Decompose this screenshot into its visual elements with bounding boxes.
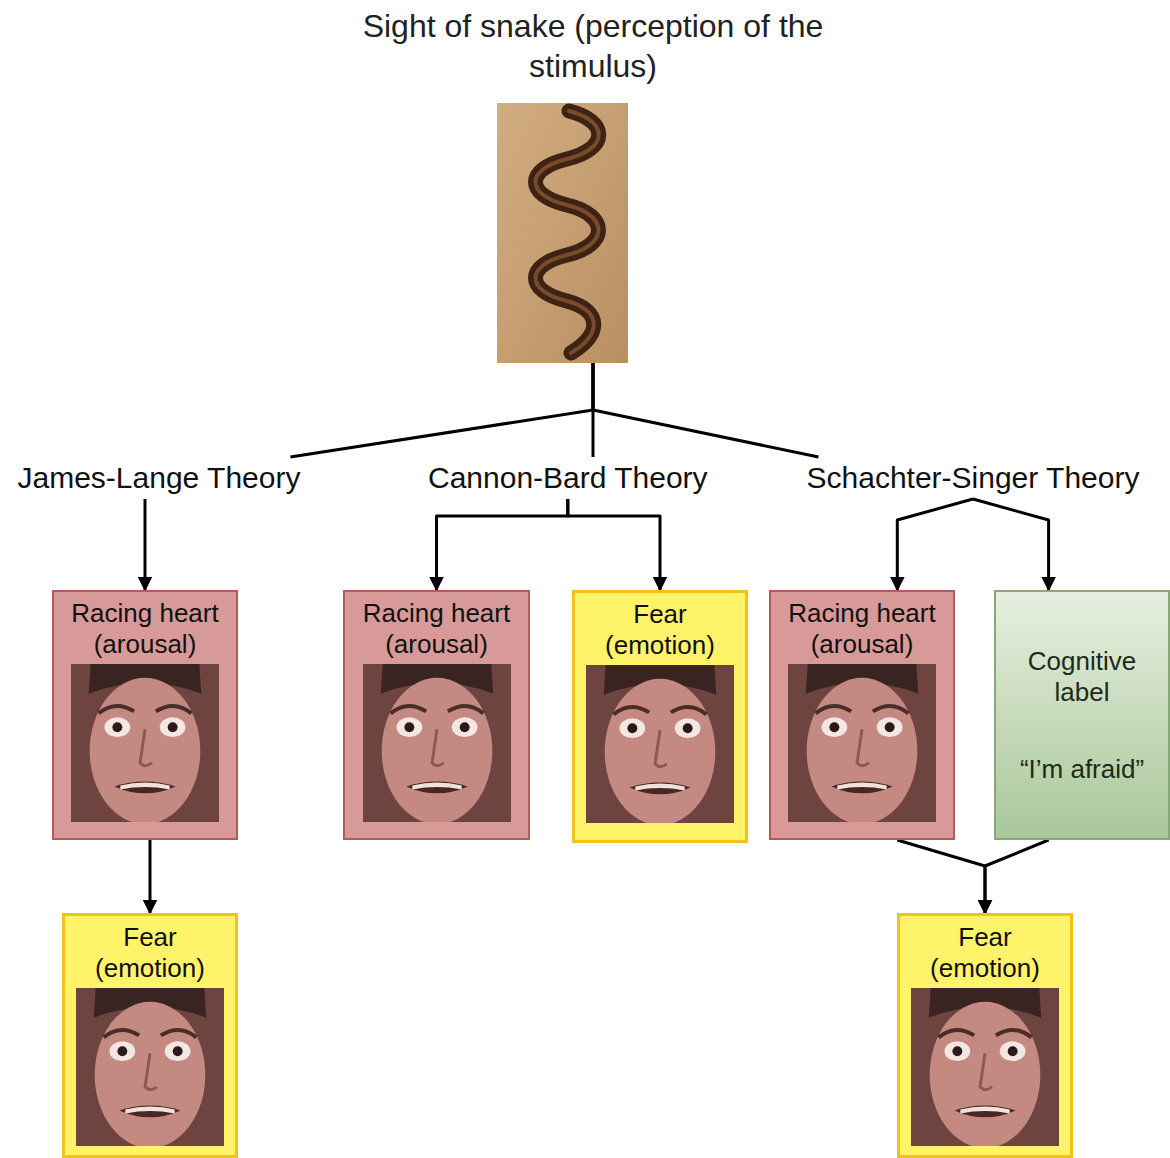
fear-face-photo (787, 664, 937, 822)
flow-arrow (897, 840, 985, 913)
node-text: Schachter-Singer Theory (807, 460, 1140, 496)
node-text: Cannon-Bard Theory (428, 460, 708, 496)
branch-line (290, 363, 593, 457)
node-text: James-Lange Theory (18, 460, 301, 496)
flow-arrow (437, 499, 568, 590)
emotion-box: Fear (emotion) (897, 913, 1073, 1158)
arousal-box: Racing heart (arousal) (769, 590, 955, 840)
node-text: Cognitive label (1002, 646, 1162, 708)
flow-arrow (144, 499, 147, 590)
flow-arrow (973, 499, 1049, 590)
node-text: Fear (emotion) (580, 599, 740, 661)
branch-line (593, 363, 819, 457)
fear-face-photo (75, 988, 225, 1146)
node-text: Racing heart (arousal) (65, 598, 225, 660)
theory-label: Cannon-Bard Theory (428, 460, 708, 496)
arousal-box: Racing heart (arousal) (52, 590, 238, 840)
flow-arrow (897, 499, 973, 590)
stimulus-node: Sight of snake (perception of the stimul… (300, 6, 886, 363)
cognitive-label-box: Cognitive label “I’m afraid” (994, 590, 1170, 840)
fear-face-photo (362, 664, 512, 822)
snake-photo (497, 103, 628, 363)
node-text: Sight of snake (perception of the stimul… (300, 6, 886, 86)
fear-face-photo (70, 664, 220, 822)
arousal-box: Racing heart (arousal) (343, 590, 530, 840)
flow-arrow (149, 840, 152, 913)
node-text: Racing heart (arousal) (782, 598, 942, 660)
node-subtext: “I’m afraid” (1020, 754, 1144, 785)
node-text: Racing heart (arousal) (357, 598, 517, 660)
emotion-box: Fear (emotion) (572, 590, 748, 843)
fear-face-photo (910, 988, 1060, 1146)
emotion-box: Fear (emotion) (62, 913, 238, 1158)
theory-label: James-Lange Theory (18, 460, 301, 496)
node-text: Fear (emotion) (70, 922, 230, 984)
theory-label: Schachter-Singer Theory (807, 460, 1140, 496)
flow-arrow (985, 840, 1049, 913)
flow-arrow (568, 499, 660, 590)
node-text: Fear (emotion) (905, 922, 1065, 984)
fear-face-photo (585, 665, 735, 823)
